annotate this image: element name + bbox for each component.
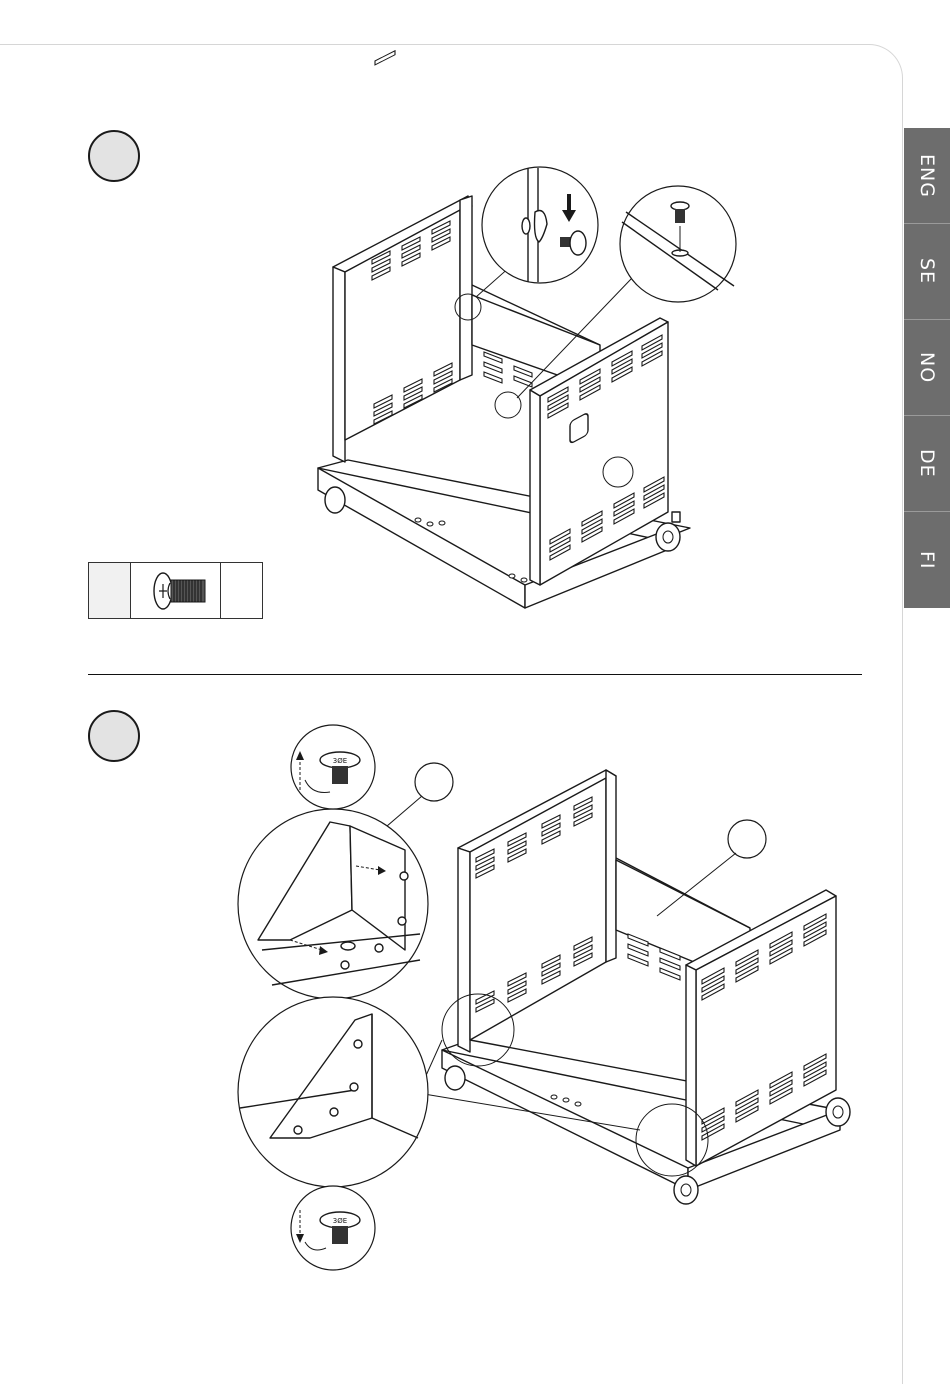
step-1-cart-illustration — [0, 0, 950, 680]
detail-callout-bracket-top — [238, 809, 428, 999]
screw-tighten-callout: 3ØE — [291, 1186, 375, 1270]
part-callout-2 — [728, 820, 766, 858]
screw-loosen-callout: 3ØE — [291, 725, 375, 809]
detail-callout-screw-top — [620, 186, 736, 302]
step-2-cart-illustration: 3ØE 3ØE — [0, 680, 950, 1348]
screw-label-top: 3ØE — [333, 757, 347, 765]
detail-callout-bracket-bottom — [238, 997, 428, 1187]
part-callout-1 — [415, 763, 453, 801]
detail-callout-keyhole — [482, 167, 598, 283]
screw-label-bottom: 3ØE — [333, 1217, 347, 1225]
